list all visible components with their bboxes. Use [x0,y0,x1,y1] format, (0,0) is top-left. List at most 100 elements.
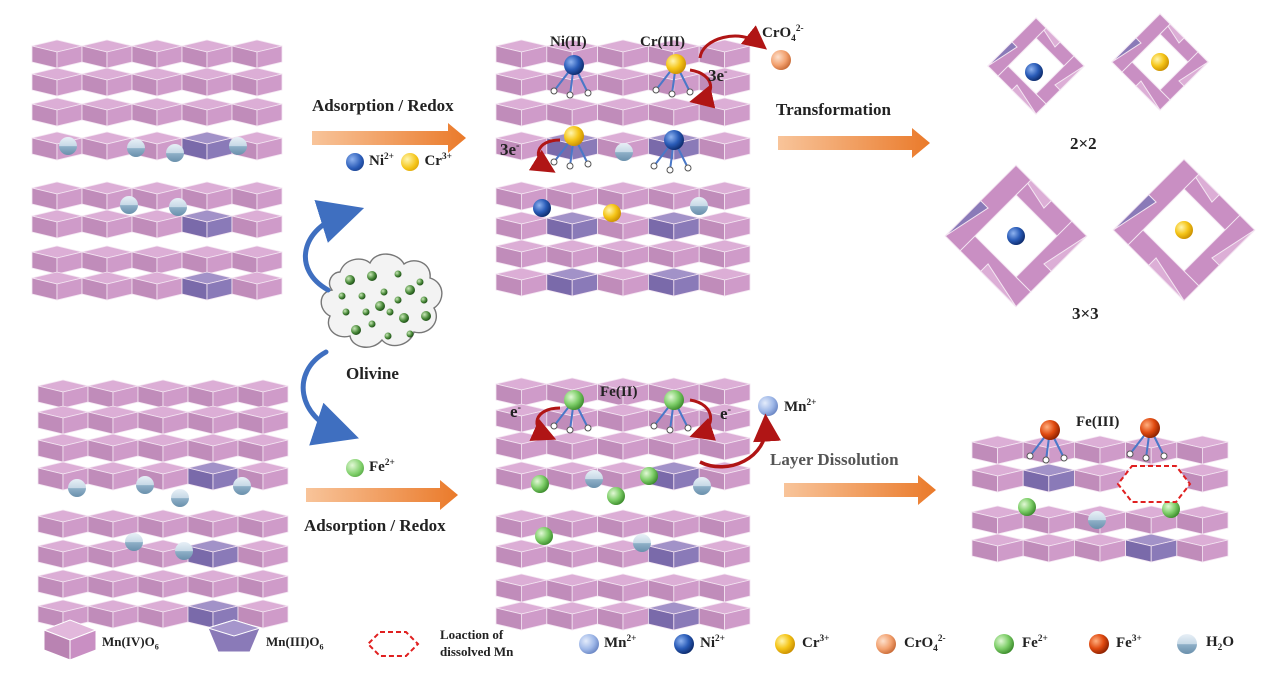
legend-h2o-label: H2O [1206,634,1234,653]
octahedron-front [724,383,751,407]
mno6-sheet [31,245,283,275]
mno6-sheet [31,39,283,69]
tunnel-frame [1112,158,1256,302]
octahedron-front [262,605,289,629]
octahedron-front [256,45,283,69]
octahedron-front [1202,511,1229,535]
olivine-particles [338,270,431,340]
octahedron-front [256,73,283,97]
mno6-sheet [37,509,289,539]
tunnel-facet [987,41,1018,67]
mno6-sheet [495,573,751,603]
olivine-particle [358,292,366,300]
mno6-sheet [31,209,283,239]
label-fe2-reagent: Fe2+ [346,458,395,477]
legend-mn2-ion [579,634,599,654]
olivine-arrow-up [302,199,365,293]
h2o-ion [633,534,651,552]
legend-fe3-ion [1089,634,1109,654]
oxygen-site [550,87,558,95]
olivine-particle [362,308,370,316]
arrow-3e-mid [528,138,561,173]
cro4-ion [771,50,791,70]
olivine-particle [345,275,355,285]
label-adsorption-redox-bottom: Adsorption / Redox [304,516,446,535]
mno6-sheet [495,601,751,631]
tunnel-facet [1211,229,1256,267]
octahedron-front [262,411,289,435]
fe2-ion [664,390,684,410]
label-3e-mid: 3e- [500,140,520,159]
olivine-cluster [300,199,443,446]
mno6-sheet [495,539,751,569]
oxygen-site [566,426,574,434]
label-fe-ii: Fe(II) [600,384,638,400]
octahedron-front [724,545,751,569]
h2o-ion [125,533,143,551]
mno6-sheet [37,379,289,409]
ni-ion [664,130,684,150]
tunnel-structures [944,13,1256,308]
fe2-ion [531,475,549,493]
olivine-particle [394,270,402,278]
h2o-ion [229,137,247,155]
process-arrows [306,123,936,510]
olivine-particle [367,271,377,281]
h2o-ion [68,479,86,497]
label-tunnel-3x3: 3×3 [1072,304,1099,323]
oxygen-site [684,424,692,432]
olivine-particle [416,278,424,286]
electron-transfer-arrows [528,25,781,469]
mno6-sheet [37,405,289,435]
label-fe-iii: Fe(III) [1076,414,1120,430]
label-cro4: CrO42- [762,24,804,44]
octahedron-front [724,607,751,631]
oxygen-site [686,88,694,96]
octahedron-front [724,515,751,539]
octahedron-front [1202,469,1229,493]
arrow-transformation [778,128,930,158]
olivine-particle [338,292,346,300]
mn2-ion [758,396,778,416]
label-3e-top: 3e- [708,66,728,85]
octahedron-front [724,245,751,269]
tunnel-facet [1043,235,1088,273]
tunnel-frame [1111,13,1209,111]
octahedron-front [256,277,283,301]
oxygen-site [584,424,592,432]
olivine-particle [342,308,350,316]
mno6-sheet [31,271,283,301]
oxygen-site [1126,450,1134,458]
h2o-ion [233,477,251,495]
mn-octahedral-layers [31,39,1229,631]
tunnel-facet [1112,193,1157,231]
h2o-ion [166,144,184,162]
legend-cro4-label: CrO42- [904,634,946,654]
olivine-particle [406,330,414,338]
tunnel-facet [1054,65,1085,91]
label-tunnel-2x2: 2×2 [1070,134,1097,153]
octahedron-front [262,515,289,539]
mno6-sheet [495,211,751,241]
legend-h2o-molecule [1177,634,1197,654]
cr-ion [564,126,584,146]
label-olivine: Olivine [346,364,399,383]
mno6-sheet [31,131,283,161]
legend-fe2-ion [994,634,1014,654]
octahedron-front [724,579,751,603]
h2o-ion [120,196,138,214]
ni-ion [1025,63,1043,81]
ni-chip-icon [346,152,364,171]
octahedron-front [724,273,751,297]
oxygen-site [1026,452,1034,460]
fe3-ion [1040,420,1060,440]
fe2-ion [535,527,553,545]
tunnel-facet [979,263,1017,308]
label-ni-ii: Ni(II) [550,34,587,50]
legend-mn3-label: Mn(III)O6 [266,634,324,652]
label-cr-iii: Cr(III) [640,34,685,50]
octahedron-front [256,215,283,239]
label-adsorption-redox-top: Adsorption / Redox [312,96,454,115]
legend-fe2-label: Fe2+ [1022,634,1048,651]
legend-cr3-ion [775,634,795,654]
